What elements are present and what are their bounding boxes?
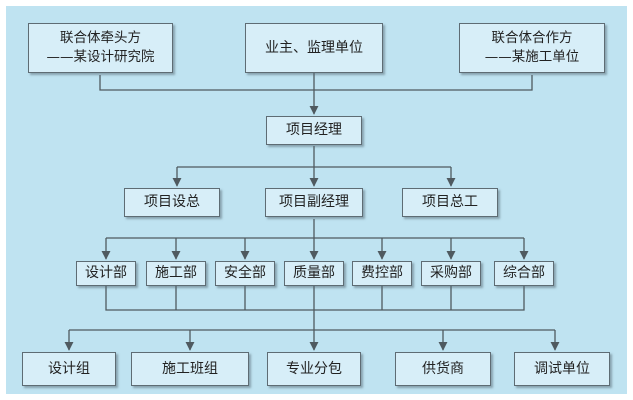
node-owner-supervisor: 业主、监理单位: [245, 23, 383, 73]
node-dept-safety: 安全部: [215, 261, 275, 286]
dept-label: 设计部: [85, 265, 127, 281]
team-label: 设计组: [48, 360, 90, 377]
team-label: 专业分包: [286, 360, 342, 377]
team-label: 供货商: [422, 360, 464, 377]
connector-top-row: [99, 75, 533, 91]
lead-partner-line1: 联合体牵头方: [60, 30, 141, 46]
partner-line2: ——某施工单位: [484, 49, 580, 65]
node-team-construction: 施工班组: [131, 352, 249, 386]
dept-label: 安全部: [224, 265, 266, 281]
node-dept-quality: 质量部: [284, 261, 344, 286]
node-dept-construction: 施工部: [146, 261, 206, 286]
project-manager-label: 项目经理: [286, 122, 342, 138]
deputy-manager-label: 项目副经理: [279, 194, 349, 210]
node-chief-engineer: 项目总工: [402, 188, 498, 217]
team-label: 调试单位: [534, 360, 590, 377]
node-deputy-manager: 项目副经理: [265, 188, 363, 217]
design-director-label: 项目设总: [144, 194, 200, 210]
partner-line1: 联合体合作方: [491, 30, 573, 46]
node-dept-design: 设计部: [76, 261, 136, 286]
node-team-commissioning: 调试单位: [514, 352, 610, 386]
team-label: 施工班组: [162, 360, 218, 377]
node-dept-cost: 费控部: [352, 261, 412, 286]
dept-label: 质量部: [293, 265, 335, 281]
lead-partner-line2: ——某设计研究院: [46, 49, 155, 65]
node-dept-general: 综合部: [494, 261, 554, 286]
node-design-director: 项目设总: [124, 188, 220, 217]
node-partner: 联合体合作方 ——某施工单位: [459, 23, 605, 73]
node-team-subcontract: 专业分包: [267, 352, 361, 386]
connector-dept-bottoms: [105, 286, 525, 311]
dept-label: 费控部: [361, 265, 403, 281]
dept-label: 施工部: [155, 265, 197, 281]
owner-supervisor-label: 业主、监理单位: [265, 39, 363, 56]
node-team-supplier: 供货商: [395, 352, 491, 386]
node-team-design: 设计组: [22, 352, 116, 386]
node-project-manager: 项目经理: [266, 116, 362, 145]
chief-engineer-label: 项目总工: [422, 194, 478, 210]
node-dept-procurement: 采购部: [421, 261, 481, 286]
node-lead-partner: 联合体牵头方 ——某设计研究院: [28, 23, 173, 73]
dept-label: 采购部: [430, 265, 472, 281]
dept-label: 综合部: [503, 265, 545, 281]
